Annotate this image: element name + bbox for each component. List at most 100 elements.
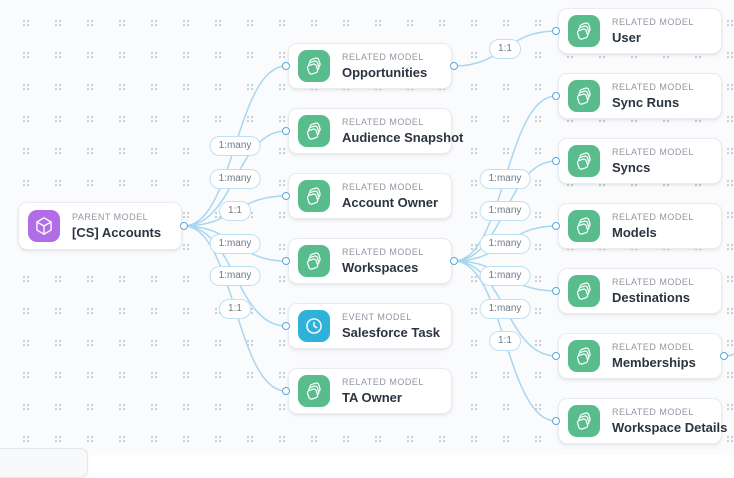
node-syncs[interactable]: RELATED MODEL Syncs (558, 138, 722, 184)
node-audience-snapshot[interactable]: RELATED MODEL Audience Snapshot (288, 108, 463, 154)
port-left-workspaces[interactable] (282, 257, 290, 265)
node-name: Account Owner (342, 195, 439, 210)
stack-icon (568, 210, 600, 242)
node-name: Models (612, 225, 657, 240)
node-text: RELATED MODEL Memberships (612, 342, 696, 370)
node-type-label: RELATED MODEL (342, 52, 424, 62)
edge-cardinality-label: 1:1 (219, 298, 251, 319)
port-right-memberships[interactable] (720, 352, 728, 360)
port-right-opportunities[interactable] (450, 62, 458, 70)
node-type-label: RELATED MODEL (612, 212, 694, 222)
node-text: RELATED MODEL Workspaces (342, 247, 424, 275)
node-memberships[interactable]: RELATED MODEL Memberships (558, 333, 722, 379)
port-right-cs-accounts[interactable] (180, 222, 188, 230)
port-left-audience-snapshot[interactable] (282, 127, 290, 135)
node-name: Workspace Details (612, 420, 728, 435)
node-type-label: RELATED MODEL (342, 377, 424, 387)
stack-icon (568, 340, 600, 372)
node-text: RELATED MODEL Audience Snapshot (342, 117, 463, 145)
edge-cardinality-label: 1:many (209, 266, 261, 286)
edge-cardinality-label: 1:many (479, 298, 531, 319)
node-text: RELATED MODEL Syncs (612, 147, 694, 175)
node-text: RELATED MODEL Opportunities (342, 52, 427, 80)
stack-icon (568, 15, 600, 47)
node-name: User (612, 30, 641, 45)
node-type-label: RELATED MODEL (342, 247, 424, 257)
node-name: Destinations (612, 290, 691, 305)
port-left-opportunities[interactable] (282, 62, 290, 70)
node-name: Memberships (612, 355, 696, 370)
edge-cardinality-label: 1:1 (489, 38, 521, 59)
edge-cardinality-label: 1:many (209, 136, 261, 156)
port-left-destinations[interactable] (552, 287, 560, 295)
node-type-label: RELATED MODEL (612, 147, 694, 157)
port-left-user[interactable] (552, 27, 560, 35)
node-type-label: RELATED MODEL (342, 117, 424, 127)
clock-icon (298, 310, 330, 342)
node-type-label: PARENT MODEL (72, 212, 149, 222)
edge-cardinality-label: 1:1 (219, 201, 251, 221)
stack-icon (298, 245, 330, 277)
stack-icon (568, 405, 600, 437)
node-name: Workspaces (342, 260, 419, 275)
node-text: RELATED MODEL Models (612, 212, 694, 240)
stack-icon (298, 50, 330, 82)
port-left-account-owner[interactable] (282, 192, 290, 200)
node-type-label: RELATED MODEL (612, 17, 694, 27)
node-text: RELATED MODEL Destinations (612, 277, 694, 305)
port-left-workspace-details[interactable] (552, 417, 560, 425)
edge-cardinality-label: 1:many (479, 233, 531, 254)
node-user[interactable]: RELATED MODEL User (558, 8, 722, 54)
node-text: PARENT MODEL [CS] Accounts (72, 212, 161, 240)
edge-cardinality-label: 1:many (479, 266, 531, 286)
node-text: RELATED MODEL Sync Runs (612, 82, 694, 110)
node-type-label: RELATED MODEL (612, 407, 694, 417)
node-type-label: RELATED MODEL (612, 277, 694, 287)
stack-icon (298, 115, 330, 147)
port-left-sync-runs[interactable] (552, 92, 560, 100)
node-name: [CS] Accounts (72, 225, 162, 240)
stack-icon (568, 80, 600, 112)
stack-icon (568, 145, 600, 177)
node-models[interactable]: RELATED MODEL Models (558, 203, 722, 249)
node-workspaces[interactable]: RELATED MODEL Workspaces (288, 238, 452, 284)
node-name: Syncs (612, 160, 651, 175)
port-left-models[interactable] (552, 222, 560, 230)
node-ta-owner[interactable]: RELATED MODEL TA Owner (288, 368, 452, 414)
node-type-label: RELATED MODEL (342, 182, 424, 192)
edge-cardinality-label: 1:many (479, 201, 531, 221)
port-left-memberships[interactable] (552, 352, 560, 360)
node-name: Audience Snapshot (342, 130, 464, 145)
node-destinations[interactable]: RELATED MODEL Destinations (558, 268, 722, 314)
node-sync-runs[interactable]: RELATED MODEL Sync Runs (558, 73, 722, 119)
node-opportunities[interactable]: RELATED MODEL Opportunities (288, 43, 452, 89)
node-text: EVENT MODEL Salesforce Task (342, 312, 440, 340)
port-left-syncs[interactable] (552, 157, 560, 165)
stack-icon (298, 180, 330, 212)
node-type-label: EVENT MODEL (342, 312, 412, 322)
node-text: RELATED MODEL Account Owner (342, 182, 438, 210)
node-type-label: RELATED MODEL (612, 342, 694, 352)
port-right-workspaces[interactable] (450, 257, 458, 265)
edge-cardinality-label: 1:many (479, 168, 531, 189)
node-name: Opportunities (342, 65, 428, 80)
cube-icon (28, 210, 60, 242)
node-name: TA Owner (342, 390, 402, 405)
canvas-panel-fragment[interactable] (0, 448, 88, 478)
port-left-salesforce-task[interactable] (282, 322, 290, 330)
node-text: RELATED MODEL TA Owner (342, 377, 424, 405)
node-salesforce-task[interactable]: EVENT MODEL Salesforce Task (288, 303, 452, 349)
node-name: Sync Runs (612, 95, 680, 110)
port-left-ta-owner[interactable] (282, 387, 290, 395)
node-type-label: RELATED MODEL (612, 82, 694, 92)
stack-icon (298, 375, 330, 407)
edge-cardinality-label: 1:many (209, 233, 261, 254)
node-text: RELATED MODEL User (612, 17, 694, 45)
stack-icon (568, 275, 600, 307)
node-workspace-details[interactable]: RELATED MODEL Workspace Details (558, 398, 727, 444)
edge-cardinality-label: 1:1 (489, 331, 521, 351)
node-text: RELATED MODEL Workspace Details (612, 407, 727, 435)
node-cs-accounts[interactable]: PARENT MODEL [CS] Accounts (18, 202, 182, 250)
node-account-owner[interactable]: RELATED MODEL Account Owner (288, 173, 452, 219)
